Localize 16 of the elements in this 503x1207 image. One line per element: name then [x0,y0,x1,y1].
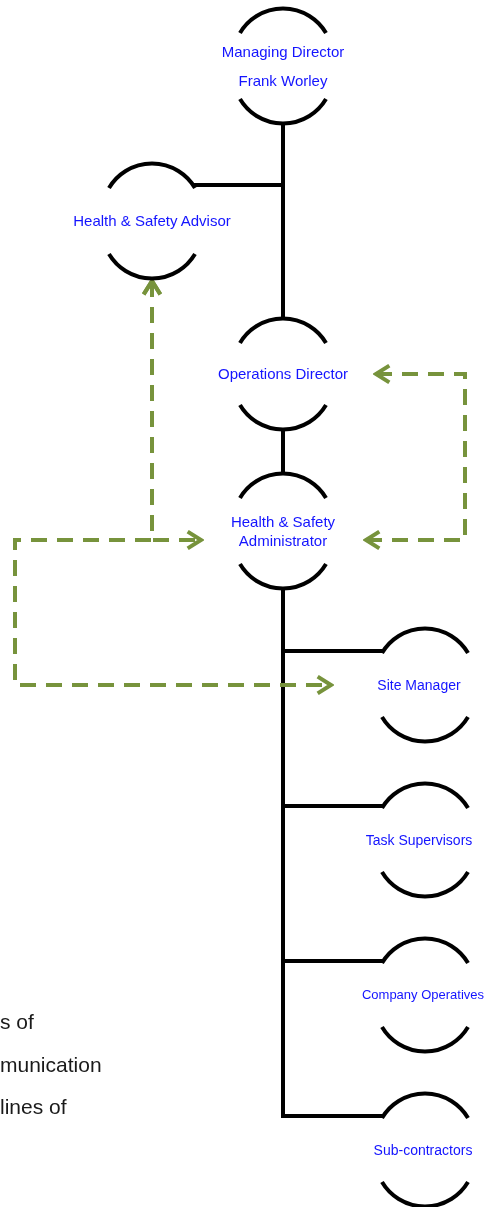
role-title: Health & Safety Advisor [73,211,231,231]
connector-line [192,122,285,187]
person-name: Frank Worley [238,70,328,90]
connector-line [281,428,285,475]
dashed-arrow [13,279,333,696]
note-text: s of [0,1010,34,1034]
role-title: Health & Safety Administrator [229,511,337,551]
role-title: Managing Director [221,42,345,62]
role-title: Sub-contractors [373,1140,473,1160]
role-title: Task Supervisors [365,830,473,850]
note-text: lines of [0,1095,67,1119]
dashed-arrow [364,363,467,551]
role-title: Operations Director [217,364,349,384]
role-title: Company Operatives [361,986,485,1004]
note-text: munication [0,1053,102,1077]
role-title: Site Manager [377,675,461,695]
